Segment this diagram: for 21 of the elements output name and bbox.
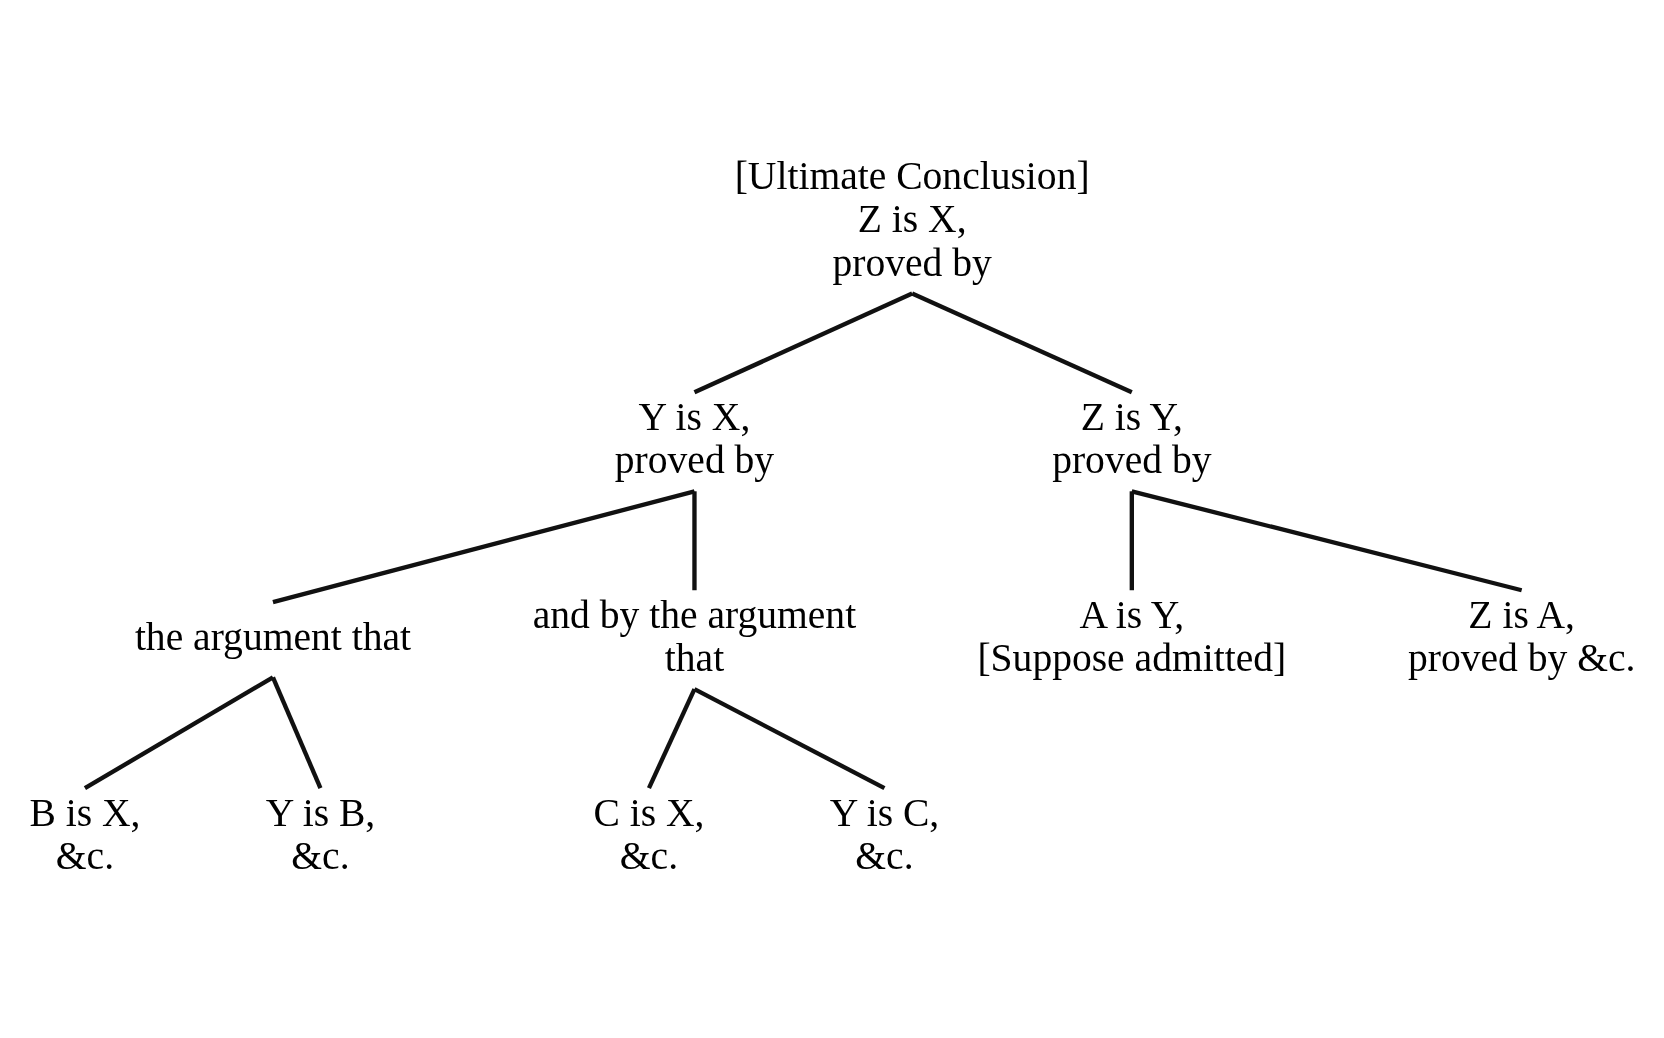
- connector: [1129, 491, 1134, 591]
- node-text: and by the argument that: [532, 592, 857, 681]
- connector: [692, 491, 697, 591]
- node-text: Z is Y, proved by: [1052, 394, 1212, 483]
- node-text: Y is C, &c.: [829, 790, 940, 879]
- connector: [646, 688, 697, 790]
- connector: [1131, 489, 1523, 593]
- node-text: Z is A, proved by &c.: [1407, 592, 1636, 681]
- node-text: [Ultimate Conclusion] Z is X, proved by: [734, 153, 1090, 285]
- node-text: C is X, &c.: [593, 790, 705, 879]
- connector: [270, 676, 323, 789]
- node-text: Y is B, &c.: [265, 790, 376, 879]
- node-text: B is X, &c.: [29, 790, 141, 879]
- node-text: A is Y, [Suppose admitted]: [977, 592, 1287, 681]
- connector: [693, 687, 886, 791]
- connector: [911, 291, 1133, 395]
- connector: [272, 489, 695, 605]
- connector: [83, 675, 275, 790]
- node-text: the argument that: [134, 614, 412, 659]
- connector: [693, 291, 914, 395]
- node-text: Y is X, proved by: [614, 394, 775, 483]
